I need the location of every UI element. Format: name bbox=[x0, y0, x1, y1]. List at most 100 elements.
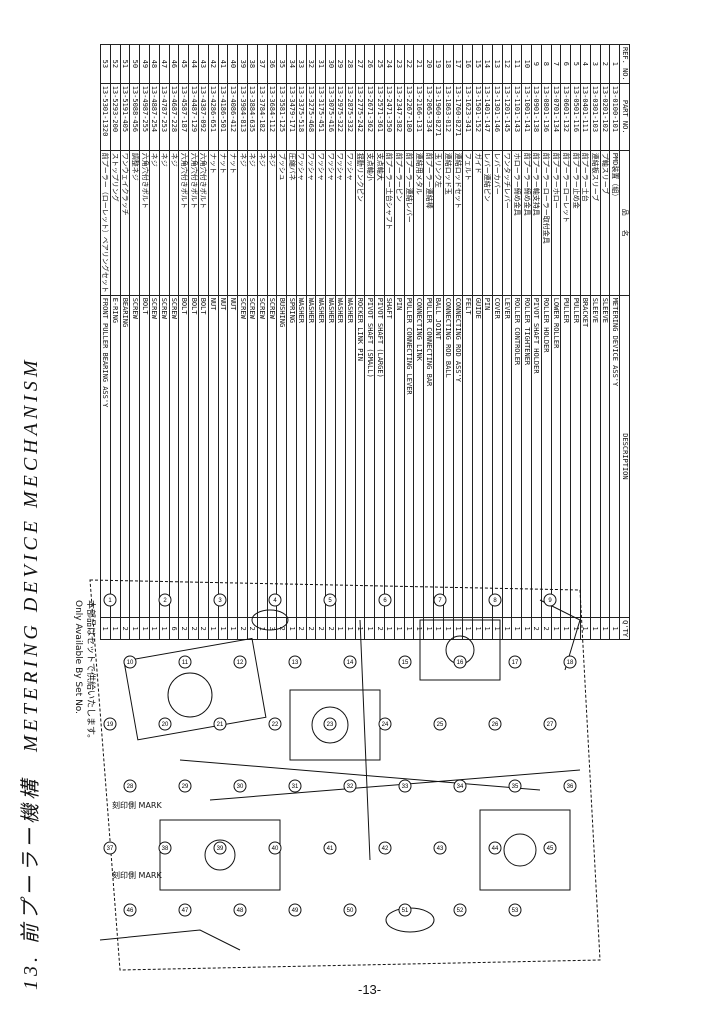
cell-part: 13-4286-651 bbox=[208, 83, 219, 151]
parts-table-wrapper: REF. NO. PART NO. 品 名 DESCRIPTION Q'TY 1… bbox=[40, 44, 630, 640]
cell-ref: 33 bbox=[296, 44, 307, 84]
parts-table-header: REF. NO. PART NO. 品 名 DESCRIPTION Q'TY bbox=[619, 44, 630, 640]
cell-jp: プ軸スリーブ bbox=[600, 150, 610, 296]
cell-ref: 26 bbox=[364, 44, 375, 84]
callout-number: 13 bbox=[292, 660, 299, 666]
cell-part: 13-0901-138 bbox=[531, 83, 542, 151]
cell-ref: 12 bbox=[502, 44, 512, 84]
header-desc: DESCRIPTION bbox=[619, 295, 630, 618]
cell-part: 13-3581-125 bbox=[276, 83, 287, 151]
callout-circle bbox=[103, 841, 117, 855]
callout-circle bbox=[343, 655, 357, 669]
cell-ref: 18 bbox=[443, 44, 454, 84]
cell-part: 13-5301-1320 bbox=[100, 83, 111, 151]
cell-ref: 47 bbox=[159, 44, 170, 84]
callout-number: 27 bbox=[547, 722, 554, 728]
callout-circle bbox=[123, 655, 137, 669]
header-jp: 品 名 bbox=[619, 150, 630, 296]
set-note-jp: 本部品はセットで供給いたします。 bbox=[85, 600, 95, 744]
callout-circle bbox=[233, 655, 247, 669]
callout-circle bbox=[398, 903, 412, 917]
callout-circle bbox=[488, 593, 502, 607]
cell-jp: 前プーラー土台 bbox=[580, 150, 591, 296]
cell-ref: 3 bbox=[590, 44, 601, 84]
cell-part: 13-3075-416 bbox=[325, 83, 336, 151]
cell-ref: 40 bbox=[227, 44, 238, 84]
callout-number: 22 bbox=[272, 722, 279, 728]
cell-part: 13-3784-182 bbox=[257, 83, 268, 151]
cell-part: 13-3375-518 bbox=[296, 83, 307, 151]
cell-jp: ワッシャ bbox=[345, 150, 356, 296]
callout-circle bbox=[343, 903, 357, 917]
callout-circle bbox=[123, 779, 137, 793]
cell-ref: 27 bbox=[355, 44, 365, 84]
cell-jp: 前プーラーピン bbox=[394, 150, 405, 296]
cell-jp: 調整ネジ bbox=[129, 150, 140, 296]
cell-part: 13-2347-382 bbox=[394, 83, 405, 151]
cell-ref: 36 bbox=[267, 44, 277, 84]
callout-number: 42 bbox=[382, 846, 389, 852]
set-note-en: Only Available By Set No. bbox=[73, 600, 83, 715]
cell-jp: ワンウェイクラッチ bbox=[120, 150, 130, 296]
cell-ref: 22 bbox=[404, 44, 414, 84]
callout-circle bbox=[123, 903, 137, 917]
cell-part: 13-0100-101 bbox=[609, 83, 620, 151]
callout-circle bbox=[433, 841, 447, 855]
cell-jp: 前プーラーローレット bbox=[560, 150, 571, 296]
cell-part: 13-1501-152 bbox=[472, 83, 483, 151]
cell-jp: ネジ bbox=[159, 150, 170, 296]
cell-ref: 50 bbox=[129, 44, 140, 84]
callout-circle bbox=[433, 593, 447, 607]
callout-circle bbox=[323, 841, 337, 855]
cell-part: 13-2671-362 bbox=[364, 83, 375, 151]
mark-label-1: 刻印側 MARK bbox=[112, 801, 162, 810]
callout-circle bbox=[103, 593, 117, 607]
cell-part: 13-2975-322 bbox=[335, 83, 346, 151]
cell-jp: 前プーラー連結レバー bbox=[404, 150, 414, 296]
cell-ref: 1 bbox=[609, 44, 620, 84]
callout-number: 8 bbox=[493, 598, 497, 604]
cell-ref: 44 bbox=[188, 44, 199, 84]
cell-ref: 15 bbox=[472, 44, 483, 84]
callout-number: 21 bbox=[217, 722, 224, 728]
callout-number: 10 bbox=[127, 660, 134, 666]
cell-jp: 六角穴付きボルト bbox=[178, 150, 189, 296]
cell-jp: ナット bbox=[208, 150, 219, 296]
callout-number: 23 bbox=[327, 722, 334, 728]
callout-circle bbox=[378, 841, 392, 855]
cell-jp: 揺動リンクピン bbox=[355, 150, 365, 296]
cell-part: 13-0401-111 bbox=[580, 83, 591, 151]
callout-circle bbox=[488, 717, 502, 731]
cell-ref: 45 bbox=[178, 44, 189, 84]
cell-ref: 14 bbox=[482, 44, 493, 84]
callout-number: 6 bbox=[383, 598, 387, 604]
cell-jp: 前プーラー連結棒 bbox=[423, 150, 434, 296]
callout-circle bbox=[268, 717, 282, 731]
cell-ref: 2 bbox=[600, 44, 610, 84]
cell-part: 13-1960-8271 bbox=[433, 83, 444, 151]
cell-jp: ガイド bbox=[472, 150, 483, 296]
cell-part: 13-2065-334 bbox=[423, 83, 434, 151]
cell-ref: 52 bbox=[110, 44, 121, 84]
callout-circle bbox=[563, 779, 577, 793]
cell-jp: ワッシャ bbox=[306, 150, 316, 296]
callout-number: 40 bbox=[272, 846, 279, 852]
callout-circle bbox=[178, 655, 192, 669]
cell-part: 13-4587-187 bbox=[178, 83, 189, 151]
cell-jp: ワッシャ bbox=[325, 150, 336, 296]
callout-number: 50 bbox=[347, 908, 354, 914]
cell-part: 13-1001-141 bbox=[521, 83, 532, 151]
